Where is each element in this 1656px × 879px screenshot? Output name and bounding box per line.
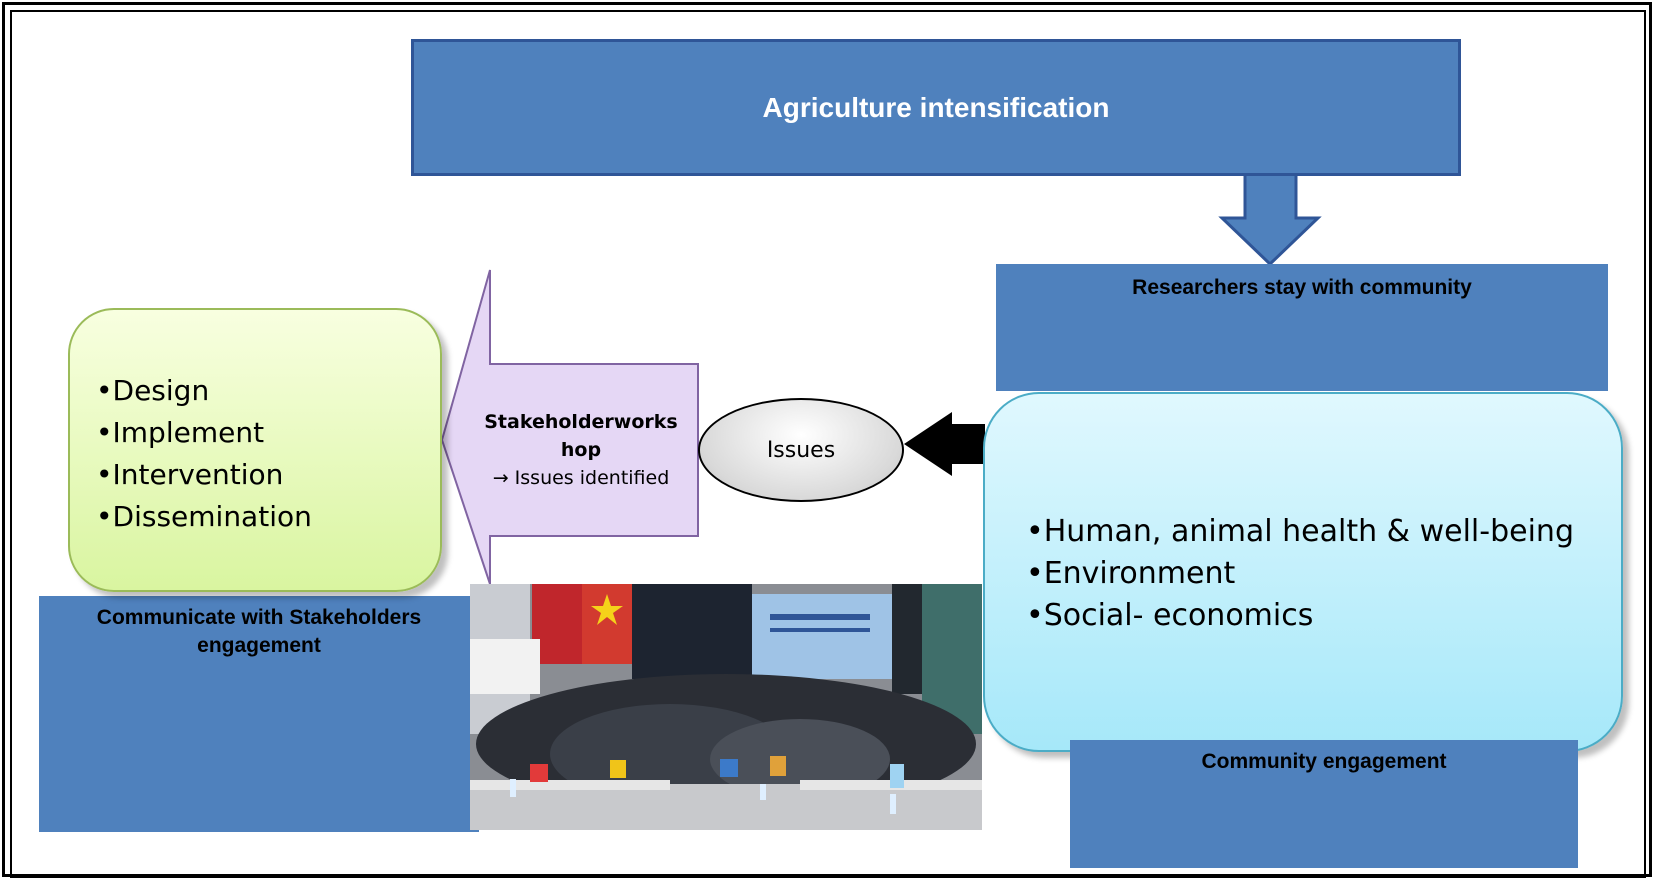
impact-item-health: •Human, animal health & well-being <box>1026 514 1574 549</box>
workshop-title: Stakeholderworkshop <box>484 411 678 461</box>
action-item-intervention: •Intervention <box>96 458 284 491</box>
title-text: Agriculture intensification <box>762 91 1110 123</box>
action-item-dissemination: •Dissemination <box>96 500 312 533</box>
workshop-subtitle: → Issues identified <box>492 467 670 489</box>
action-item-implement: •Implement <box>96 416 265 449</box>
inner-frame <box>10 10 1646 878</box>
actions-box <box>68 308 442 592</box>
researchers-box: Researchers stay with community <box>996 264 1608 391</box>
workshop-callout-arrow <box>440 269 699 585</box>
workshop-label: Stakeholderworkshop → Issues identified <box>478 408 684 492</box>
action-item-design: •Design <box>96 374 210 407</box>
impact-item-social: •Social- economics <box>1026 598 1314 633</box>
issues-node: Issues <box>698 398 904 502</box>
actions-list: •Design •Implement •Intervention •Dissem… <box>96 370 312 538</box>
impact-item-environment: •Environment <box>1026 556 1236 591</box>
communicate-text: Communicate with Stakeholders engagement <box>96 606 422 657</box>
group-photo-illustration <box>470 584 982 830</box>
community-text: Community engagement <box>1201 750 1447 773</box>
communicate-box: Communicate with Stakeholders engagement <box>39 596 479 832</box>
researchers-text: Researchers stay with community <box>1132 276 1472 299</box>
impacts-box <box>983 392 1623 752</box>
title-box: Agriculture intensification <box>411 39 1461 176</box>
community-box: Community engagement <box>1070 740 1578 868</box>
issues-text: Issues <box>766 437 836 463</box>
group-photo <box>470 584 982 830</box>
issues-arrow <box>904 412 985 476</box>
impacts-list: •Human, animal health & well-being •Envi… <box>1026 511 1574 637</box>
